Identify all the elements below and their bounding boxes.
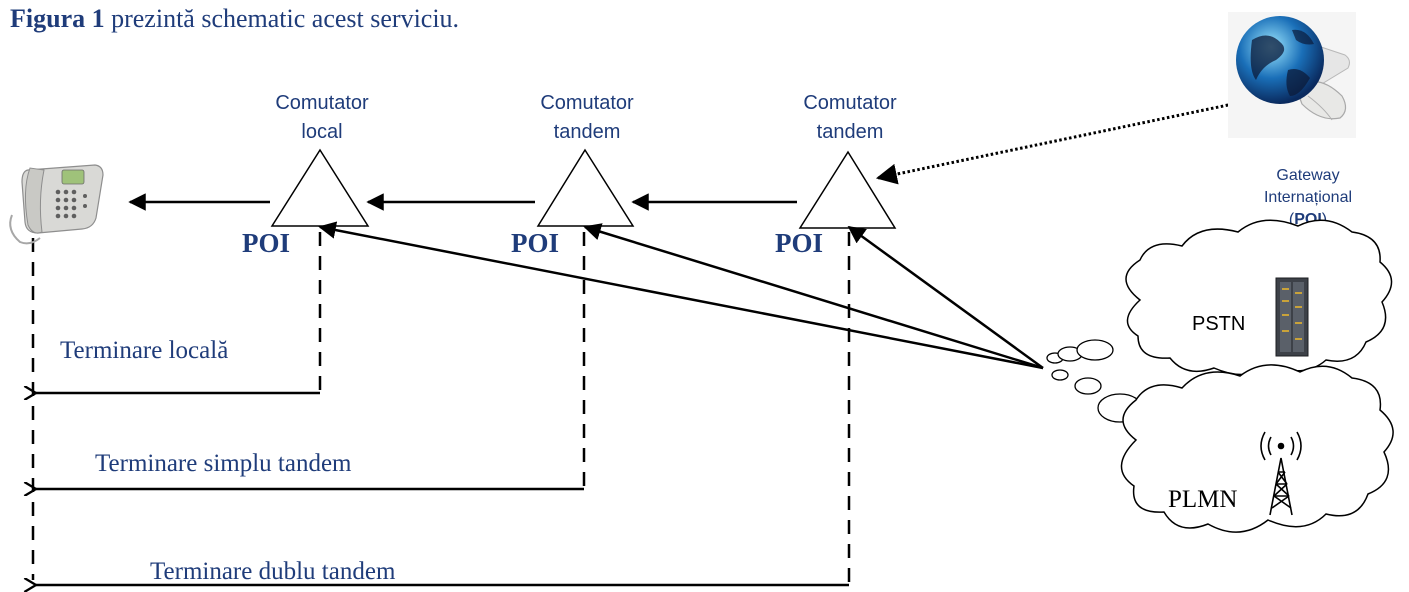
termination-single-tandem-label: Terminare simplu tandem: [95, 450, 352, 477]
radio-tower-icon: [1260, 431, 1302, 516]
termination-local-label: Terminare locală: [60, 337, 228, 364]
plmn-label: PLMN: [1168, 486, 1237, 513]
switch-local-triangle: [270, 148, 370, 227]
caption-text: prezintă schematic acest serviciu.: [104, 4, 460, 33]
switch-tandem-1-label-1: Comutator: [540, 92, 634, 114]
switch-local-label-1: Comutator: [275, 92, 369, 114]
arrow-network-to-tandem1-poi: [583, 223, 1044, 370]
switch-tandem-2-triangle: [798, 150, 897, 229]
server-rack-icon: [1275, 277, 1309, 357]
figure-number: Figura 1: [10, 4, 105, 33]
pstn-label: PSTN: [1192, 313, 1245, 335]
switch-tandem-1: Comutator tandem POI: [511, 92, 635, 258]
switch-tandem-1-triangle: [536, 148, 635, 227]
switch-local-poi: POI: [242, 228, 290, 258]
plmn-cloud: PLMN: [1120, 364, 1394, 533]
arrow-network-to-local-poi: [318, 221, 1044, 370]
globe-phone-icon: [1228, 12, 1356, 138]
telephone-icon: [9, 164, 104, 245]
switch-tandem-2-label-2: tandem: [817, 121, 884, 143]
gateway-label-2: Internațional: [1264, 189, 1352, 206]
switch-local-label-2: local: [301, 121, 342, 143]
switch-local: Comutator local POI: [242, 92, 370, 258]
arrow-network-to-tandem2-poi: [847, 225, 1044, 370]
switch-tandem-2-label-1: Comutator: [803, 92, 897, 114]
pstn-cloud: PSTN: [1125, 219, 1393, 376]
switch-tandem-1-label-2: tandem: [554, 121, 621, 143]
switch-tandem-2: Comutator tandem POI: [775, 92, 897, 258]
switch-tandem-1-poi: POI: [511, 228, 559, 258]
termination-double-tandem-label: Terminare dublu tandem: [150, 558, 396, 585]
switch-tandem-2-poi: POI: [775, 228, 823, 258]
figure-caption: Figura 1 prezintă schematic acest servic…: [10, 4, 459, 34]
gateway-label-1: Gateway: [1276, 167, 1339, 184]
gateway-dotted-link: [875, 102, 1234, 185]
